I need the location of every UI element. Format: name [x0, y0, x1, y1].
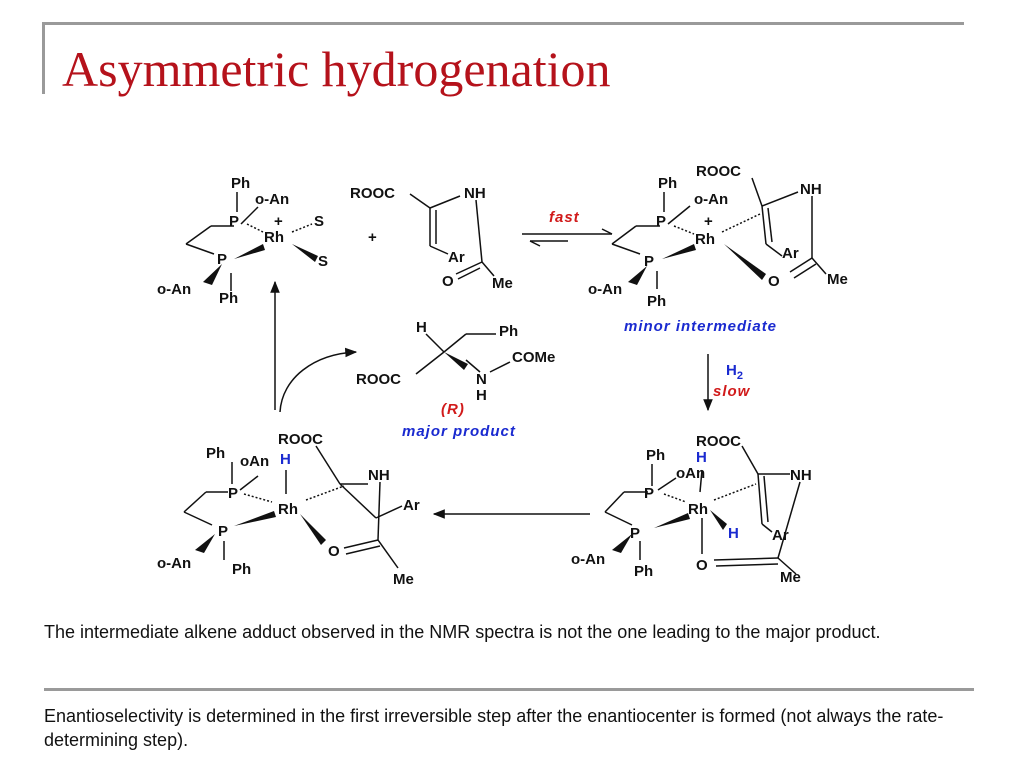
dihydride-oan-top: oAn	[676, 465, 705, 482]
dihydride-ph-bottom: Ph	[634, 563, 653, 580]
alkyl-p-top: P	[228, 485, 238, 502]
dihydride-oan-bottom: o-An	[571, 551, 605, 568]
product-rooc: ROOC	[356, 371, 401, 388]
plus-sign: +	[368, 229, 377, 246]
enamide-substrate: ROOC NH Ar O Me	[350, 185, 513, 292]
minor-charge: +	[704, 213, 713, 230]
dihydride-o: O	[696, 557, 708, 574]
catalyst-charge: +	[274, 213, 283, 230]
catalyst-s1: S	[314, 213, 324, 230]
alkyl-rh: Rh	[278, 501, 298, 518]
dihydride-p-bottom: P	[630, 525, 640, 542]
product-release-arrow	[279, 347, 358, 413]
alkyl-nh: NH	[368, 467, 390, 484]
dihydride-h-equatorial: H	[728, 525, 739, 542]
minor-oan-bottom: o-An	[588, 281, 622, 298]
dihydride-nh: NH	[790, 467, 812, 484]
minor-ar: Ar	[782, 245, 799, 262]
minor-ph-top: Ph	[658, 175, 677, 192]
minor-p-bottom: P	[644, 253, 654, 270]
slow-label: slow	[713, 383, 751, 400]
alkyl-hydride-complex: ROOC Ph oAn H NH P Ar Rh P O o-An Ph Me	[157, 431, 420, 588]
catalyst-ph-top: Ph	[231, 175, 250, 192]
alkyl-o: O	[328, 543, 340, 560]
substrate-me: Me	[492, 275, 513, 292]
minor-me: Me	[827, 271, 848, 288]
minor-intermediate-complex: ROOC Ph o-An NH P + Rh Ar P O Me o-An Ph	[588, 163, 848, 310]
catalyst-s2: S	[318, 253, 328, 270]
dihydride-rooc: ROOC	[696, 433, 741, 450]
h2-label: H2	[726, 362, 743, 382]
alkyl-h-apical: H	[280, 451, 291, 468]
dihydride-p-top: P	[644, 485, 654, 502]
dihydride-me: Me	[780, 569, 801, 586]
alkyl-rooc: ROOC	[278, 431, 323, 448]
catalyst-oan-bottom: o-An	[157, 281, 191, 298]
catalyst-oan-top: o-An	[255, 191, 289, 208]
section-divider	[44, 688, 974, 691]
dihydride-h-apical: H	[696, 449, 707, 466]
dihydride-ph-top: Ph	[646, 447, 665, 464]
minor-oan-top: o-An	[694, 191, 728, 208]
substrate-nh: NH	[464, 185, 486, 202]
minor-rh: Rh	[695, 231, 715, 248]
minor-ph-bottom: Ph	[647, 293, 666, 310]
nmr-observation-note: The intermediate alkene adduct observed …	[44, 622, 881, 642]
substrate-rooc: ROOC	[350, 185, 395, 202]
alkyl-ar: Ar	[403, 497, 420, 514]
alkyl-oan-bottom: o-An	[157, 555, 191, 572]
product-nh-h: H	[476, 387, 487, 404]
alkyl-oan-top: oAn	[240, 453, 269, 470]
catalyst-rh: Rh	[264, 229, 284, 246]
minor-rooc: ROOC	[696, 163, 741, 180]
substrate-ar: Ar	[448, 249, 465, 266]
dihydride-rh: Rh	[688, 501, 708, 518]
rh-catalyst-complex: Ph o-An P + S Rh P S o-An Ph	[157, 175, 328, 307]
dihydride-ar: Ar	[772, 527, 789, 544]
enantioselectivity-note: Enantioselectivity is determined in the …	[44, 706, 944, 750]
minor-intermediate-label: minor intermediate	[624, 318, 777, 335]
minor-o: O	[768, 273, 780, 290]
catalyst-p-top: P	[229, 213, 239, 230]
alkyl-p-bottom: P	[218, 523, 228, 540]
alkyl-ph-bottom: Ph	[232, 561, 251, 578]
title-frame-horizontal-rule	[42, 22, 964, 25]
product-stereo-label: (R)	[441, 401, 465, 418]
equilibrium-arrow	[522, 228, 613, 247]
major-product-structure: H Ph COMe ROOC N H	[356, 319, 555, 404]
catalyst-p-bottom: P	[217, 251, 227, 268]
reaction-scheme: Ph o-An P + S Rh P S o-An Ph + ROOC NH A…	[157, 163, 848, 588]
fast-label: fast	[549, 209, 580, 226]
dihydride-complex: ROOC Ph H oAn NH P Rh H Ar P o-An O Ph M…	[571, 433, 812, 586]
minor-nh: NH	[800, 181, 822, 198]
catalyst-ph-bottom: Ph	[219, 290, 238, 307]
substrate-o: O	[442, 273, 454, 290]
product-h: H	[416, 319, 427, 336]
product-ph: Ph	[499, 323, 518, 340]
major-product-label: major product	[402, 423, 516, 440]
slide-title: Asymmetric hydrogenation	[62, 41, 611, 97]
title-frame-vertical-rule	[42, 22, 45, 94]
alkyl-me: Me	[393, 571, 414, 588]
product-come: COMe	[512, 349, 555, 366]
minor-p-top: P	[656, 213, 666, 230]
product-n: N	[476, 371, 487, 388]
alkyl-ph-top: Ph	[206, 445, 225, 462]
